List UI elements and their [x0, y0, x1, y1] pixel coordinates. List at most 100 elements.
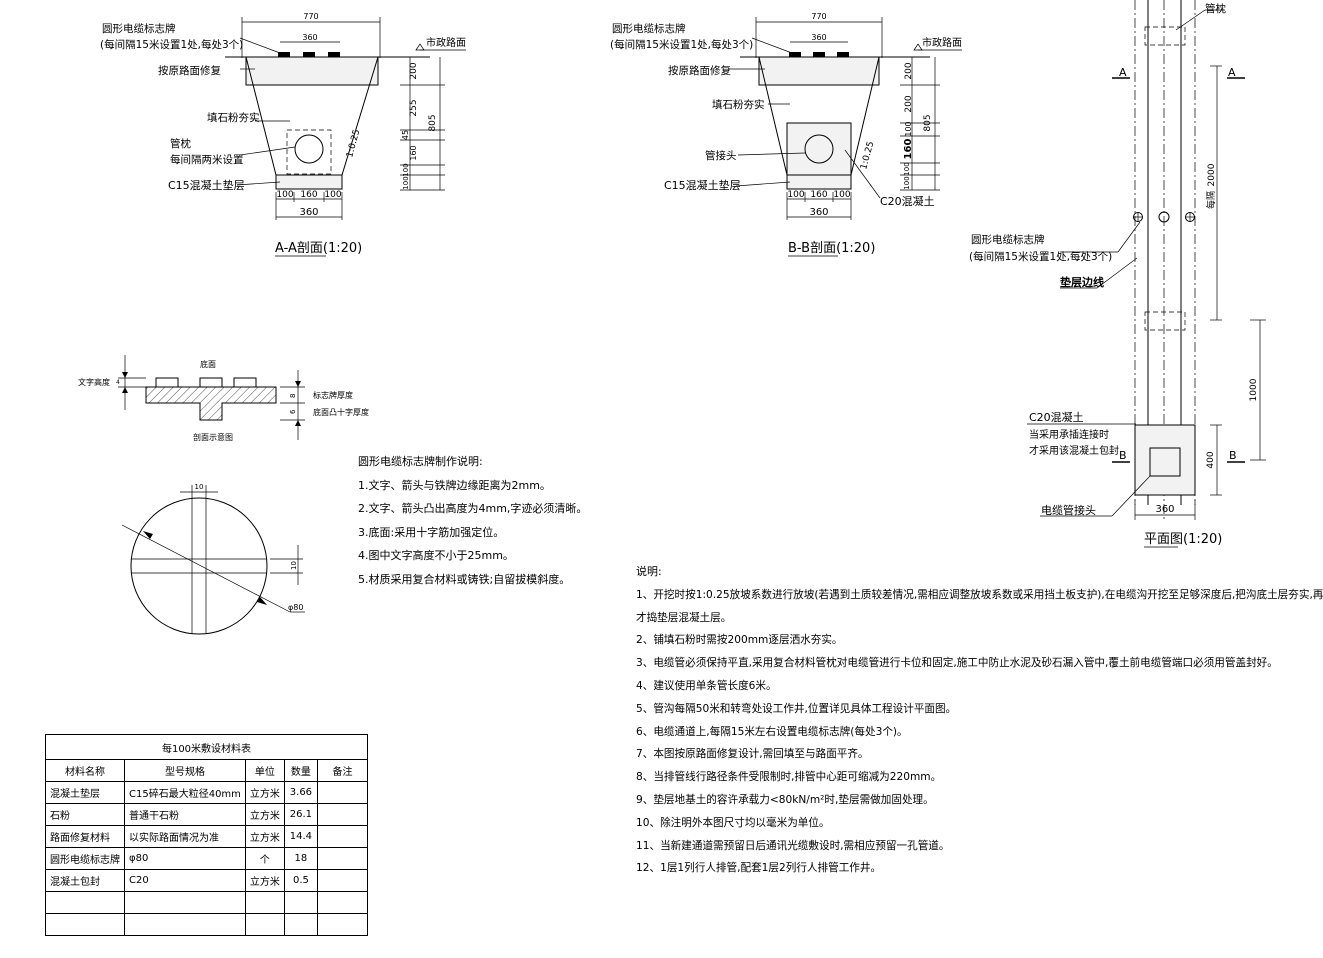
aa-dim-200: 200	[409, 62, 419, 79]
table-cell: 圆形电缆标志牌	[45, 847, 125, 870]
bb-dim-w100a: 100	[787, 190, 804, 200]
table-cell: 立方米	[244, 825, 285, 848]
bb-dim-160: 160	[903, 139, 914, 160]
table-cell: 以实际路面情况为准	[124, 825, 246, 848]
aa-dim-100b: 100	[402, 176, 410, 189]
note-item: 才捣垫层混凝土层。	[636, 611, 732, 624]
bb-road-surface: 市政路面	[922, 36, 962, 49]
sign-thickness-label: 标志牌厚度	[313, 390, 353, 400]
sign-diameter: φ80	[288, 603, 303, 612]
plan-mark-b-left: B	[1119, 449, 1127, 462]
table-cell: 14.4	[283, 825, 318, 848]
plan-dim-1000: 1000	[1249, 378, 1259, 401]
table-cell: 立方米	[244, 869, 285, 892]
plan-mark-b-right: B	[1229, 449, 1237, 462]
bb-dim-100c: 100	[903, 176, 911, 189]
table-header: 数量	[283, 759, 318, 782]
table-cell: 3.66	[283, 781, 318, 804]
bb-dim-200b: 200	[904, 95, 914, 112]
table-cell: C15碎石最大粒径40mm	[124, 781, 246, 804]
sign-detail: 底面 文字高度 4 8 6 标志牌厚度 底面凸十字厚度 剖面示意图	[78, 355, 369, 635]
aa-dim-w100a: 100	[276, 190, 293, 200]
bb-dim-805: 805	[923, 114, 933, 131]
bb-pavement-layer	[758, 56, 880, 86]
table-cell	[283, 891, 318, 914]
sign-bottom-label: 底面	[200, 359, 216, 369]
aa-slope: 1:0.25	[345, 128, 362, 158]
bb-dim-100b: 100	[903, 162, 911, 175]
note-item: 1、开挖时按1:0.25放坡系数进行放坡(若遇到土质较差情况,需相应调整放坡系数…	[636, 588, 1323, 601]
sign-dim-4: 4	[116, 379, 120, 386]
note-item: 9、垫层地基土的容许承载力<80kN/m²时,垫层需做加固处理。	[636, 793, 934, 806]
table-cell	[45, 891, 125, 914]
bb-title: B-B剖面(1:20)	[788, 241, 875, 256]
plan-mark-a-left: A	[1119, 66, 1127, 79]
table-cell	[316, 891, 369, 914]
table-cell: 立方米	[244, 803, 285, 826]
general-notes: 说明: 1、开挖时按1:0.25放坡系数进行放坡(若遇到土质较差情况,需相应调整…	[636, 561, 1323, 880]
note-item: 6、电缆通道上,每隔15米左右设置电缆标志牌(每处3个)。	[636, 725, 908, 738]
note-item: 7、本图按原路面修复设计,需回填至与路面平齐。	[636, 748, 869, 761]
table-cell: 混凝土包封	[45, 869, 125, 892]
aa-dim-160: 160	[409, 145, 418, 160]
aa-dim-w160: 160	[300, 190, 317, 200]
aa-pillow-label: 管枕	[170, 137, 191, 150]
aa-title: A-A剖面(1:20)	[275, 241, 362, 256]
table-row	[45, 891, 369, 914]
note-item: 10、除注明外本图尺寸均以毫米为单位。	[636, 816, 830, 829]
bb-dim-100: 100	[904, 121, 913, 136]
sign-dim-6: 6	[289, 409, 297, 414]
cad-drawing: 770 360 200 255 45 160 100 100 80	[78, 0, 1266, 635]
table-header: 材料名称	[45, 759, 125, 782]
sign-notes: 圆形电缆标志牌制作说明: 1.文字、箭头与铁牌边缘距离为2mm。 2.文字、箭头…	[358, 450, 587, 592]
bb-base-label: C15混凝土垫层	[664, 178, 741, 192]
note-item: 4、建议使用单条管长度6米。	[636, 679, 777, 692]
table-cell	[244, 891, 285, 914]
sign-dim-8: 8	[289, 394, 297, 398]
table-row: 圆形电缆标志牌 φ80 个 18	[45, 847, 369, 870]
bb-c20-block	[786, 122, 852, 176]
bb-dim-sign-360: 360	[811, 33, 826, 42]
plan-title: 平面图(1:20)	[1144, 532, 1222, 547]
table-cell: 石粉	[45, 803, 125, 826]
sign-note-item: 2.文字、箭头凸出高度为4mm,字迹必须清晰。	[358, 502, 588, 516]
table-row	[45, 913, 369, 936]
aa-road-surface: 市政路面	[426, 36, 466, 49]
table-cell	[45, 913, 125, 936]
sign-dim-10-top: 10	[195, 483, 204, 491]
note-item: 2、铺填石粉时需按200mm逐层洒水夯实。	[636, 634, 843, 647]
bb-sign-note: (每间隔15米设置1处,每处3个)	[610, 38, 753, 51]
bb-sign-label: 圆形电缆标志牌	[612, 22, 686, 35]
aa-fill-label: 填石粉夯实	[207, 111, 260, 124]
sign-cross-thickness-label: 底面凸十字厚度	[313, 407, 369, 417]
aa-pavement-layer	[245, 56, 379, 86]
bb-joint-label: 管接头	[705, 149, 737, 162]
table-cell: 混凝土垫层	[45, 781, 125, 804]
table-cell	[316, 913, 369, 936]
sign-notes-heading: 圆形电缆标志牌制作说明:	[358, 455, 483, 468]
section-aa: 770 360 200 255 45 160 100 100 80	[100, 12, 466, 257]
sign-note-item: 3.底面:采用十字筋加强定位。	[358, 525, 505, 539]
table-row: 石粉 普通干石粉 立方米 26.1	[45, 803, 369, 826]
table-row: 路面修复材料 以实际路面情况为准 立方米 14.4	[45, 825, 369, 848]
aa-base	[275, 174, 343, 190]
plan-c20-label: C20混凝土	[1029, 410, 1084, 424]
aa-dim-255: 255	[409, 99, 419, 116]
aa-pillow-note: 每间隔两米设置	[170, 153, 244, 166]
table-cell: 个	[244, 847, 285, 870]
plan-dim-2000: 2000	[1207, 163, 1217, 186]
table-cell	[316, 869, 369, 892]
table-header-row: 材料名称 型号规格 单位 数量 备注	[45, 759, 369, 782]
table-cell: 普通干石粉	[124, 803, 246, 826]
aa-dim-sign-360: 360	[302, 33, 317, 42]
bb-fill-label: 填石粉夯实	[712, 98, 765, 111]
section-bb: 770 360 200 200 100 160 100 100 805 市政路面…	[610, 12, 962, 257]
sign-section-title: 剖面示意图	[193, 432, 233, 442]
table-row: 混凝土包封 C20 立方米 0.5	[45, 869, 369, 892]
plan-sign-label: 圆形电缆标志牌	[971, 233, 1045, 246]
notes-heading: 说明:	[636, 565, 662, 578]
table-cell	[316, 825, 369, 848]
table-row: 混凝土垫层 C15碎石最大粒径40mm 立方米 3.66	[45, 781, 369, 804]
aa-dim-805: 805	[428, 114, 438, 131]
bb-dim-w160: 160	[810, 190, 827, 200]
